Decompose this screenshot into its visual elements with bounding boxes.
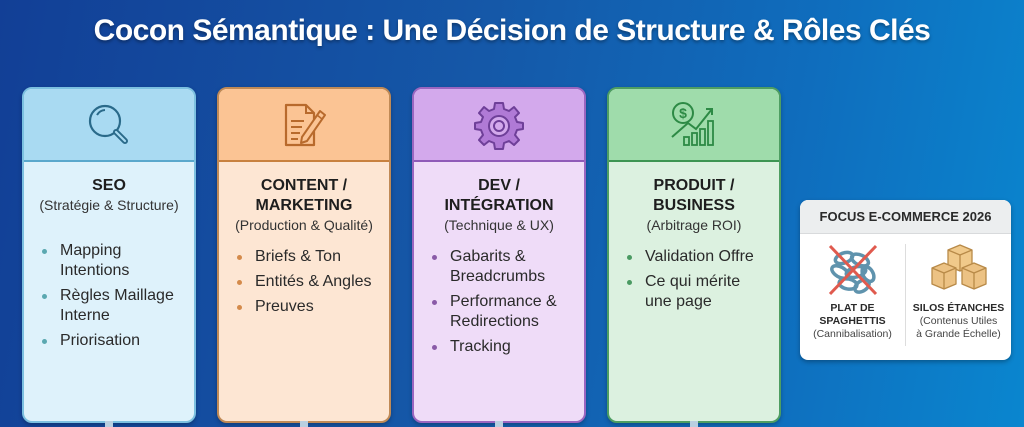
card-stem bbox=[690, 421, 698, 427]
list-item: Gabarits & Breadcrumbs bbox=[430, 247, 574, 287]
card-subtitle: (Arbitrage ROI) bbox=[646, 217, 742, 233]
stacked-boxes-icon bbox=[930, 244, 987, 290]
gear-icon bbox=[474, 101, 524, 150]
dollar-growth-chart-icon: $ bbox=[671, 101, 714, 146]
card-header bbox=[414, 89, 584, 162]
card-items: Gabarits & Breadcrumbs Performance & Red… bbox=[414, 247, 584, 357]
focus-ecommerce-panel: FOCUS E-COMMERCE 2026 PLAT DE SPAGHETTIS… bbox=[800, 200, 1011, 360]
card-role-line2: MARKETING bbox=[255, 197, 353, 214]
card-role: DEV / bbox=[478, 177, 520, 194]
focus-left-title-line2: SPAGHETTIS bbox=[819, 315, 886, 327]
list-item: Performance & Redirections bbox=[430, 292, 574, 332]
focus-right-subtitle: (Contenus Utiles bbox=[919, 315, 998, 327]
focus-spaghetti: PLAT DE SPAGHETTIS (Cannibalisation) bbox=[800, 234, 905, 360]
tangled-chain-crossed-icon bbox=[828, 244, 877, 296]
card-items: Briefs & Ton Entités & Angles Preuves bbox=[219, 247, 389, 317]
card-stem bbox=[495, 421, 503, 427]
role-card-seo: SEO (Stratégie & Structure) Mapping Inte… bbox=[22, 87, 196, 423]
card-stem bbox=[105, 421, 113, 427]
focus-title: FOCUS E-COMMERCE 2026 bbox=[800, 200, 1011, 234]
list-item: Tracking bbox=[430, 337, 574, 357]
svg-text:$: $ bbox=[679, 105, 687, 121]
list-item: Règles Maillage Interne bbox=[40, 286, 184, 326]
list-item: Preuves bbox=[235, 297, 379, 317]
focus-silos: SILOS ÉTANCHES (Contenus Utiles à Grande… bbox=[906, 234, 1011, 360]
document-pen-icon bbox=[284, 103, 326, 146]
focus-left-title: PLAT DE bbox=[830, 302, 875, 314]
page-title: Cocon Sémantique : Une Décision de Struc… bbox=[93, 14, 931, 47]
card-role-line2: INTÉGRATION bbox=[444, 197, 554, 214]
list-item: Validation Offre bbox=[625, 247, 769, 267]
card-header bbox=[24, 89, 194, 162]
list-item: Entités & Angles bbox=[235, 272, 379, 292]
focus-right-title: SILOS ÉTANCHES bbox=[912, 302, 1005, 314]
card-role: CONTENT / bbox=[260, 177, 348, 194]
card-header bbox=[219, 89, 389, 162]
card-header: $ bbox=[609, 89, 779, 162]
focus-right-subtitle-line2: à Grande Échelle) bbox=[916, 328, 1001, 340]
card-items: Validation Offre Ce qui mérite une page bbox=[609, 247, 779, 312]
role-card-produit: $ PRODUIT / BUSINESS (Arbitrage ROI) Val… bbox=[607, 87, 781, 423]
role-card-dev: DEV / INTÉGRATION (Technique & UX) Gabar… bbox=[412, 87, 586, 423]
list-item: Ce qui mérite une page bbox=[625, 272, 769, 312]
focus-left-subtitle: (Cannibalisation) bbox=[813, 328, 892, 340]
card-role-line2: BUSINESS bbox=[653, 197, 735, 214]
magnifier-icon bbox=[88, 104, 128, 144]
card-role: PRODUIT / bbox=[653, 177, 735, 194]
card-items: Mapping Intentions Règles Maillage Inter… bbox=[24, 241, 194, 351]
card-subtitle: (Technique & UX) bbox=[444, 217, 554, 233]
focus-divider bbox=[905, 244, 906, 346]
card-subtitle: (Stratégie & Structure) bbox=[39, 197, 179, 213]
list-item: Priorisation bbox=[40, 331, 184, 351]
role-card-content: CONTENT / MARKETING (Production & Qualit… bbox=[217, 87, 391, 423]
list-item: Briefs & Ton bbox=[235, 247, 379, 267]
card-stem bbox=[300, 421, 308, 427]
card-role: SEO bbox=[92, 177, 126, 194]
list-item: Mapping Intentions bbox=[40, 241, 184, 281]
card-subtitle: (Production & Qualité) bbox=[235, 217, 373, 233]
